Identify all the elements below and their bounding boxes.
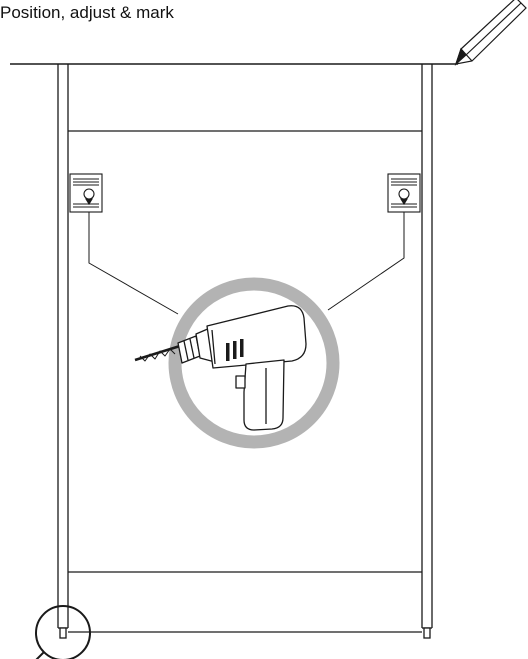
pencil-icon [454,0,527,66]
left-wall-bracket-icon [69,173,103,213]
cabinet-right-side [421,64,433,639]
right-wall-bracket-icon [387,173,421,213]
cabinet-left-side [57,64,69,639]
electric-drill-icon [134,305,307,431]
foot-detail-callout [35,605,91,659]
leader-lines [88,212,405,315]
drill-callout-ring [168,277,340,449]
instruction-title: Position, adjust & mark [0,3,174,22]
